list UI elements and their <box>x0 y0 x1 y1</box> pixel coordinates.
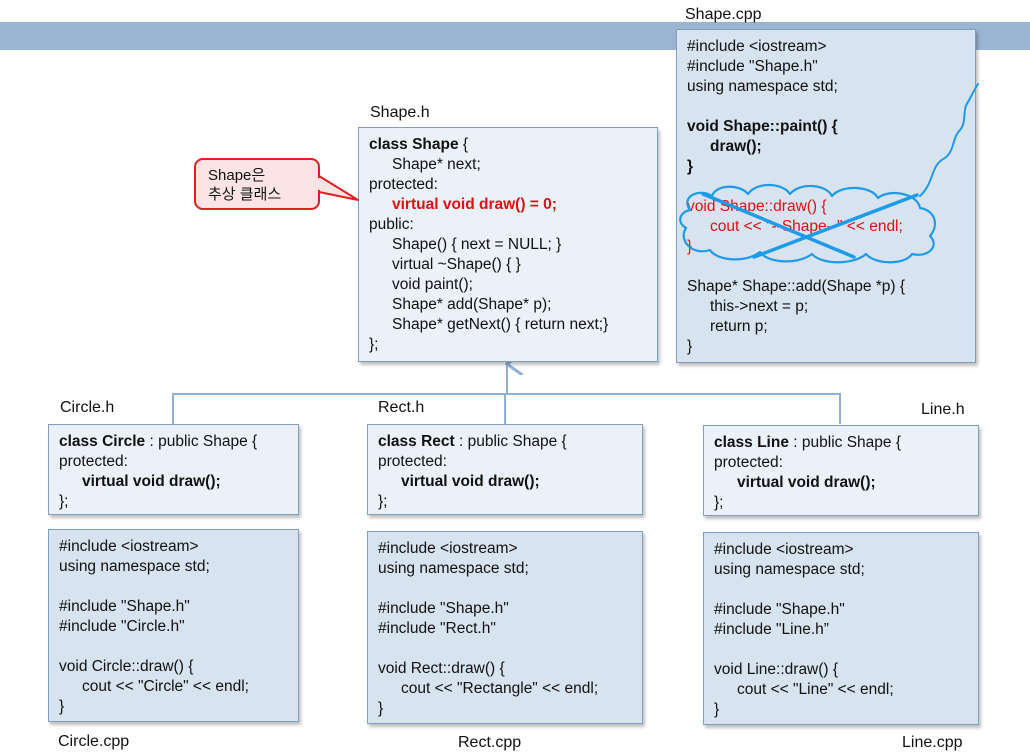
code-line: return p; <box>710 318 768 335</box>
class-keyword: class Shape <box>369 136 459 153</box>
shape-h-label: Shape.h <box>370 104 430 121</box>
removed-code-line: cout << "--Shape--" << endl; <box>710 218 903 235</box>
code-line: void Rect::draw() { <box>378 660 505 677</box>
circle-cpp-label: Circle.cpp <box>58 733 130 750</box>
code-line: protected: <box>59 453 128 470</box>
code-line: Shape* Shape::add(Shape *p) { <box>687 278 906 295</box>
code-line: void paint(); <box>392 276 473 293</box>
code-line: } <box>687 338 693 355</box>
code-text: : public Shape { <box>454 433 567 450</box>
line-h-code-box: class Line : public Shape { protected: v… <box>703 425 979 516</box>
code-line: }; <box>714 494 724 511</box>
scribble-cloud <box>679 183 937 264</box>
code-text: : public Shape { <box>145 433 258 450</box>
strike-line <box>701 192 856 259</box>
shape-h-code-box: class Shape { Shape* next; protected: vi… <box>358 127 658 362</box>
line-cpp-label: Line.cpp <box>902 734 963 751</box>
callout-pointer <box>318 175 359 201</box>
code-line: } <box>378 700 384 717</box>
code-line: draw(); <box>710 138 762 155</box>
code-line: void Shape::paint() { <box>687 118 838 135</box>
abstract-class-callout: Shape은 추상 클래스 <box>194 158 320 210</box>
callout-line: Shape은 <box>208 167 266 184</box>
code-line: protected: <box>369 176 438 193</box>
code-line: using namespace std; <box>378 560 529 577</box>
code-line: #include <iostream> <box>59 538 199 555</box>
code-line: #include <iostream> <box>378 540 518 557</box>
code-line: Shape* add(Shape* p); <box>392 296 552 313</box>
code-line: cout << "Line" << endl; <box>737 681 894 698</box>
code-line: virtual void draw(); <box>82 473 221 490</box>
code-line: #include <iostream> <box>714 541 854 558</box>
code-text: : public Shape { <box>788 434 901 451</box>
rect-h-label: Rect.h <box>378 399 425 416</box>
line-h-label: Line.h <box>921 401 965 418</box>
code-line: #include "Shape.h" <box>687 58 818 75</box>
code-line: void Circle::draw() { <box>59 658 194 675</box>
code-line: void Line::draw() { <box>714 661 839 678</box>
code-line: virtual void draw(); <box>401 473 540 490</box>
circle-cpp-code-box: #include <iostream> using namespace std;… <box>48 529 299 722</box>
code-text: { <box>458 136 469 153</box>
code-line: cout << "Rectangle" << endl; <box>401 680 599 697</box>
code-line: virtual ~Shape() { } <box>392 256 521 273</box>
code-line: } <box>59 698 65 715</box>
code-line: }; <box>59 493 69 510</box>
rect-cpp-code-box: #include <iostream> using namespace std;… <box>367 531 643 724</box>
class-keyword: class Circle <box>59 433 146 450</box>
code-line: } <box>687 158 694 175</box>
code-line: protected: <box>714 454 783 471</box>
code-line: #include "Shape.h" <box>378 600 509 617</box>
class-keyword: class Rect <box>378 433 455 450</box>
rect-h-code-box: class Rect : public Shape { protected: v… <box>367 424 643 515</box>
code-line: this->next = p; <box>710 298 809 315</box>
shape-cpp-code-box: #include <iostream> #include "Shape.h" u… <box>676 29 976 363</box>
strike-line <box>752 193 919 259</box>
code-line: using namespace std; <box>714 561 865 578</box>
scribble-tail <box>919 83 979 197</box>
code-line: Shape() { next = NULL; } <box>392 236 562 253</box>
code-line: public: <box>369 216 414 233</box>
code-line: Shape* getNext() { return next;} <box>392 316 609 333</box>
code-line: #include <iostream> <box>687 38 827 55</box>
code-line: } <box>714 701 720 718</box>
code-line: protected: <box>378 453 447 470</box>
code-line: #include "Line.h” <box>714 621 829 638</box>
callout-line: 추상 클래스 <box>208 186 282 203</box>
circle-h-label: Circle.h <box>60 399 115 416</box>
code-line: using namespace std; <box>59 558 210 575</box>
code-line: #include "Shape.h" <box>714 601 845 618</box>
code-line: }; <box>369 336 379 353</box>
shape-cpp-label: Shape.cpp <box>685 6 762 23</box>
rect-cpp-label: Rect.cpp <box>458 734 522 751</box>
code-line: #include "Rect.h" <box>378 620 496 637</box>
code-line: #include "Circle.h" <box>59 618 185 635</box>
code-line: using namespace std; <box>687 78 838 95</box>
line-cpp-code-box: #include <iostream> using namespace std;… <box>703 532 979 725</box>
code-line: virtual void draw(); <box>737 474 876 491</box>
code-line: cout << "Circle" << endl; <box>82 678 249 695</box>
pure-virtual-line: virtual void draw() = 0; <box>392 196 557 213</box>
class-keyword: class Line <box>714 434 789 451</box>
circle-h-code-box: class Circle : public Shape { protected:… <box>48 424 299 515</box>
code-line: Shape* next; <box>392 156 481 173</box>
code-line: }; <box>378 493 388 510</box>
code-line: #include "Shape.h" <box>59 598 190 615</box>
